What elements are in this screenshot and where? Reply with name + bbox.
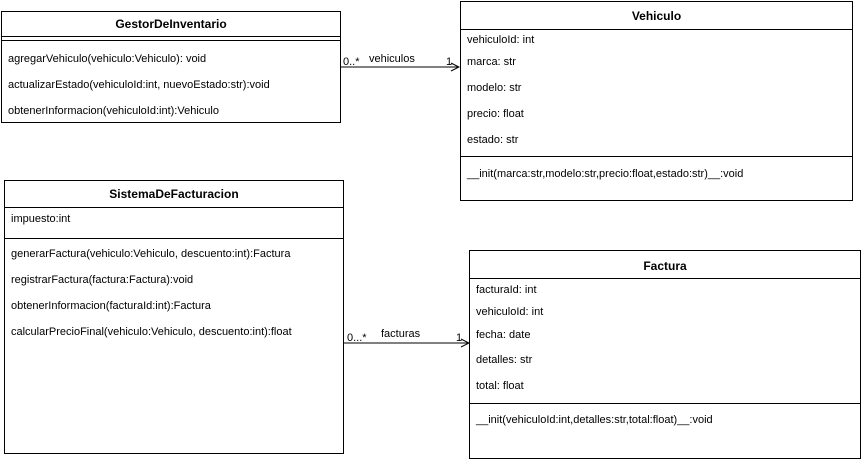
attribute: detalles: str	[476, 354, 533, 366]
method: obtenerInformacion(vehiculoId:int):Vehic…	[8, 105, 219, 117]
divider	[2, 36, 340, 37]
class-name: Factura	[643, 259, 687, 273]
association-source-multiplicity: 0...*	[347, 332, 367, 344]
association-role-label: facturas	[381, 328, 421, 340]
divider	[2, 40, 340, 41]
class-gestor-de-inventario[interactable]: GestorDeInventario agregarVehiculo(vehic…	[1, 11, 341, 123]
divider	[470, 278, 860, 279]
method: calcularPrecioFinal(vehiculo:Vehiculo, d…	[11, 326, 292, 338]
class-name: GestorDeInventario	[115, 17, 227, 31]
class-sistema-de-facturacion[interactable]: SistemaDeFacturacion impuesto:int genera…	[4, 180, 344, 454]
attribute: total: float	[476, 380, 524, 392]
attribute: precio: float	[467, 108, 524, 120]
attribute: estado: str	[467, 134, 519, 146]
method: obtenerInformacion(facturaId:int):Factur…	[11, 300, 211, 312]
attribute: marca: str	[467, 56, 516, 68]
class-name: SistemaDeFacturacion	[109, 187, 239, 201]
divider	[5, 238, 343, 239]
attribute: fecha: date	[476, 329, 531, 341]
method: registrarFactura(factura:Factura):void	[11, 274, 194, 286]
divider	[461, 29, 852, 30]
association-target-multiplicity: 1	[456, 332, 463, 344]
method: agregarVehiculo(vehiculo:Vehiculo): void	[8, 53, 207, 65]
method: actualizarEstado(vehiculoId:int, nuevoEs…	[8, 79, 270, 91]
class-factura[interactable]: Factura facturaId: int vehiculoId: int f…	[469, 250, 861, 459]
attribute: impuesto:int	[11, 213, 71, 225]
association-target-multiplicity: 1	[446, 56, 453, 68]
class-name: Vehiculo	[631, 9, 682, 23]
method: __init(vehiculoId:int,detalles:str,total…	[476, 414, 713, 426]
method: __init(marca:str,modelo:str,precio:float…	[467, 168, 744, 180]
association-role-label: vehiculos	[369, 53, 415, 65]
attribute: modelo: str	[467, 82, 522, 94]
attribute: vehiculoId: int	[467, 34, 535, 46]
class-vehiculo[interactable]: Vehiculo vehiculoId: int marca: str mode…	[460, 1, 853, 201]
attribute: facturaId: int	[476, 284, 537, 296]
method: generarFactura(vehiculo:Vehiculo, descue…	[11, 248, 291, 260]
association-source-multiplicity: 0..*	[343, 56, 360, 68]
divider	[5, 207, 343, 208]
divider	[461, 156, 852, 157]
attribute: vehiculoId: int	[476, 306, 544, 318]
divider	[470, 403, 860, 404]
